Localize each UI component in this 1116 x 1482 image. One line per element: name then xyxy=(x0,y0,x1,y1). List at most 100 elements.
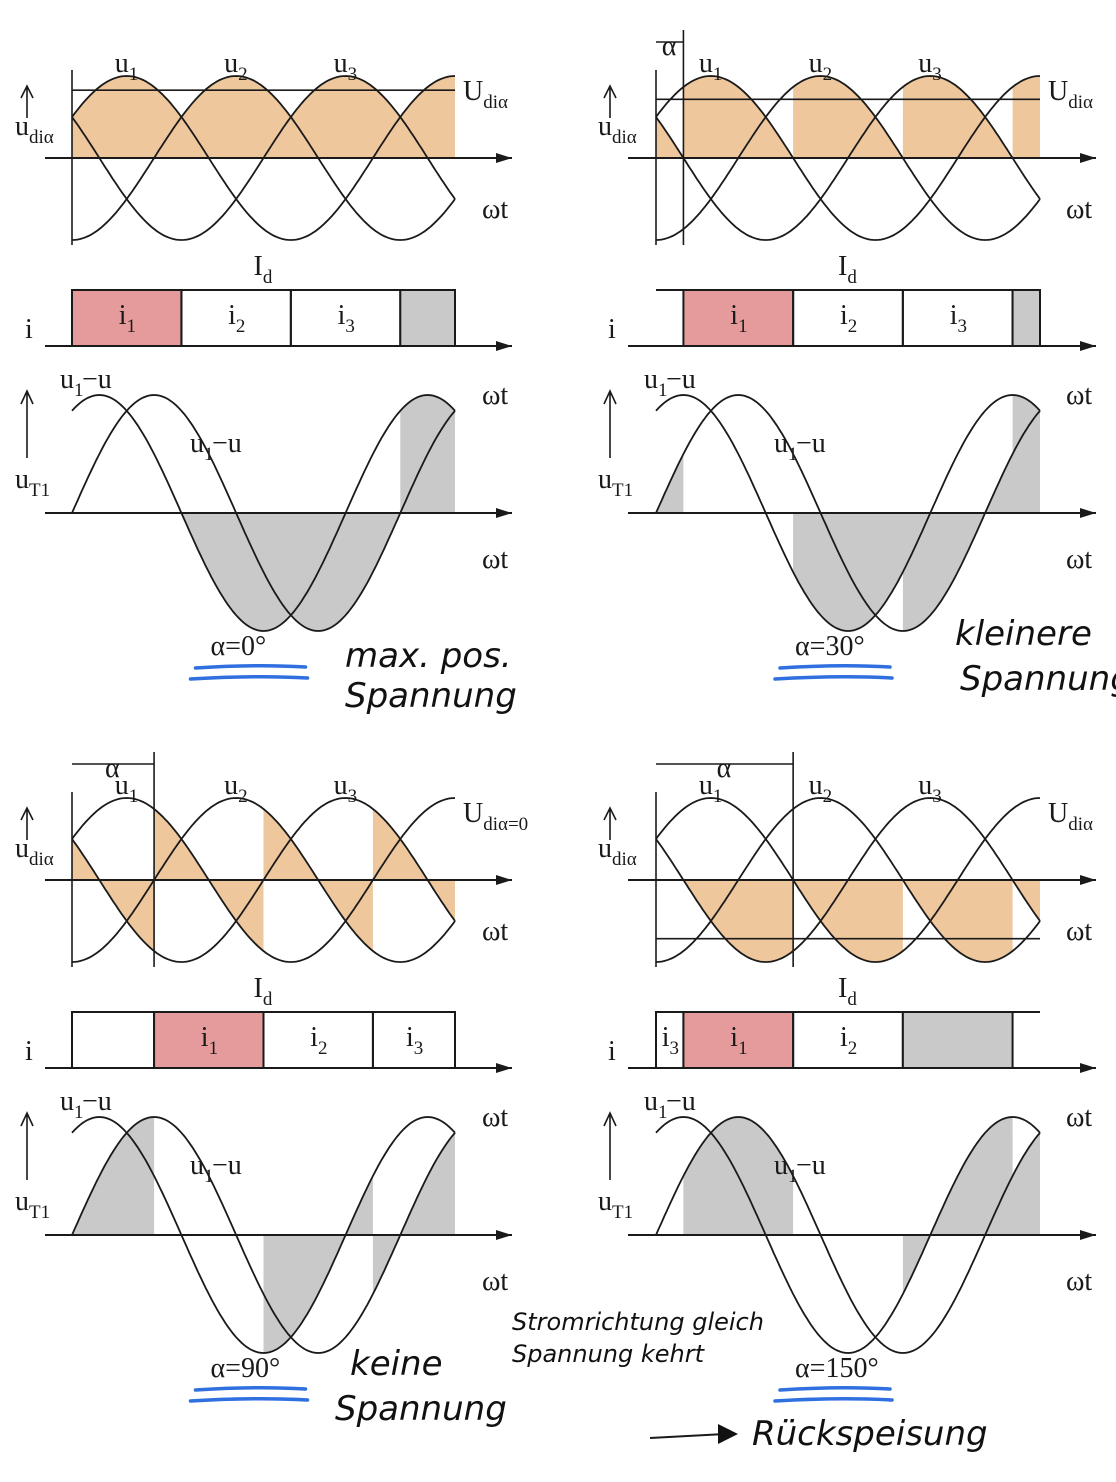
u2-curve xyxy=(655,797,1041,963)
middle-note: Stromrichtung gleich Spannung kehrt xyxy=(512,1308,764,1368)
omega-t-label: ωt xyxy=(1066,194,1092,225)
id-label: Id xyxy=(254,251,273,288)
u1-u2-label-b: −u xyxy=(82,364,112,395)
udi-label: Udiα xyxy=(1048,798,1093,835)
udi-label: Udiα xyxy=(1048,76,1093,113)
udi-axis-arrow xyxy=(603,84,617,118)
current-box-i1 xyxy=(71,289,183,347)
underline-1 xyxy=(193,663,308,670)
note-3-line-2: Spannung xyxy=(335,1389,507,1429)
alpha-caption: α=0° xyxy=(211,631,267,662)
u2-curve xyxy=(655,75,1041,241)
u1-u2-label-b: −u xyxy=(666,364,696,395)
underline-1 xyxy=(778,1385,892,1392)
u1-u3-curve xyxy=(655,1116,1041,1354)
current-label-i2: i2 xyxy=(228,300,245,337)
label-u1: u1 xyxy=(115,48,139,85)
udi-axis-label: udiα xyxy=(15,111,54,148)
u1-u3-label-a: u1 xyxy=(190,1150,214,1187)
omega-t-label-2: ωt xyxy=(482,380,508,411)
u2-curve xyxy=(71,797,456,963)
arrow-head xyxy=(718,1424,738,1444)
current-box-empty xyxy=(399,289,456,347)
underline-2 xyxy=(188,1396,310,1403)
label-u2: u2 xyxy=(224,770,248,807)
rueckspeisung-note: Rückspeisung xyxy=(752,1414,988,1454)
current-box-i1 xyxy=(682,289,795,347)
udi-axis-arrow xyxy=(603,806,617,840)
current-label-i2: i2 xyxy=(310,1022,327,1059)
u1-u2-label-b: −u xyxy=(82,1086,112,1117)
current-label-i3: i3 xyxy=(406,1022,423,1059)
alpha-caption: α=150° xyxy=(795,1353,879,1384)
omega-t-label: ωt xyxy=(1066,916,1092,947)
note-1-line-2: Spannung xyxy=(345,676,517,716)
i-axis-arrow xyxy=(496,1063,512,1073)
u1-u2-label-a: u1 xyxy=(60,1086,84,1123)
omega-t-label: ωt xyxy=(482,916,508,947)
alpha-caption: α=30° xyxy=(795,631,865,662)
ut1-blocking-area xyxy=(683,1117,1040,1294)
udi-area xyxy=(72,76,455,158)
middle-note-line-2: Spannung kehrt xyxy=(512,1340,706,1368)
udi-axis-label: udiα xyxy=(598,111,637,148)
label-u1: u1 xyxy=(115,770,139,807)
u1-curve xyxy=(71,75,456,241)
ut1-axis-arrow-up xyxy=(603,1111,617,1180)
current-box-empty xyxy=(71,1011,156,1069)
omega-t-label-3: ωt xyxy=(1066,1266,1092,1297)
ut1-axis-label: uT1 xyxy=(598,464,633,501)
axis-arrow xyxy=(496,153,512,163)
ut1-axis-arrow-up xyxy=(20,1111,34,1180)
label-u1: u1 xyxy=(699,48,723,85)
ut1-axis-arrow xyxy=(496,508,512,518)
note-2-line-2: Spannung xyxy=(960,659,1116,699)
omega-t-label-2: ωt xyxy=(1066,380,1092,411)
label-u2: u2 xyxy=(809,48,833,85)
u1-u3-label-b: −u xyxy=(796,428,826,459)
u1-u2-curve xyxy=(655,394,1041,632)
udi-axis-arrow xyxy=(20,84,34,118)
current-label-i3: i3 xyxy=(950,300,967,337)
omega-t-label-2: ωt xyxy=(482,1102,508,1133)
axis-arrow xyxy=(1080,875,1096,885)
current-label-i1: i1 xyxy=(119,300,136,337)
ut1-axis-arrow xyxy=(1080,1230,1096,1240)
omega-t-label-3: ωt xyxy=(482,1266,508,1297)
label-u3: u3 xyxy=(334,770,358,807)
ut1-axis-arrow xyxy=(496,1230,512,1240)
u1-u2-curve xyxy=(71,1116,456,1354)
underline-2 xyxy=(188,674,310,681)
label-u2: u2 xyxy=(224,48,248,85)
u1-u3-label-b: −u xyxy=(212,428,242,459)
u1-u3-label-a: u1 xyxy=(774,428,798,465)
i-axis-arrow xyxy=(1080,341,1096,351)
underline-2 xyxy=(773,674,894,681)
omega-t-label-3: ωt xyxy=(1066,544,1092,575)
axis-arrow xyxy=(496,875,512,885)
udi-axis-label: udiα xyxy=(598,833,637,870)
udi-area xyxy=(683,880,1040,962)
u1-u2-curve xyxy=(655,1116,1041,1354)
label-u3: u3 xyxy=(334,48,358,85)
ut1-axis-arrow-up xyxy=(603,389,617,458)
id-label: Id xyxy=(838,251,857,288)
u1-curve xyxy=(655,75,1041,241)
u1-u3-label-a: u1 xyxy=(190,428,214,465)
axis-arrow xyxy=(1080,153,1096,163)
id-label: Id xyxy=(254,973,273,1010)
label-u3: u3 xyxy=(918,770,942,807)
note-panel-2: kleinere Spannung xyxy=(955,614,1116,699)
u1-u3-label-b: −u xyxy=(212,1150,242,1181)
u1-u2-label-a: u1 xyxy=(644,1086,668,1123)
udi-label: Udiα=0 xyxy=(463,798,528,835)
current-label-i1: i1 xyxy=(730,1022,747,1059)
note-3-line-1: keine xyxy=(350,1344,443,1384)
current-label-i3: i3 xyxy=(662,1022,679,1059)
omega-t-label-2: ωt xyxy=(1066,1102,1092,1133)
current-label-i2: i2 xyxy=(840,1022,857,1059)
